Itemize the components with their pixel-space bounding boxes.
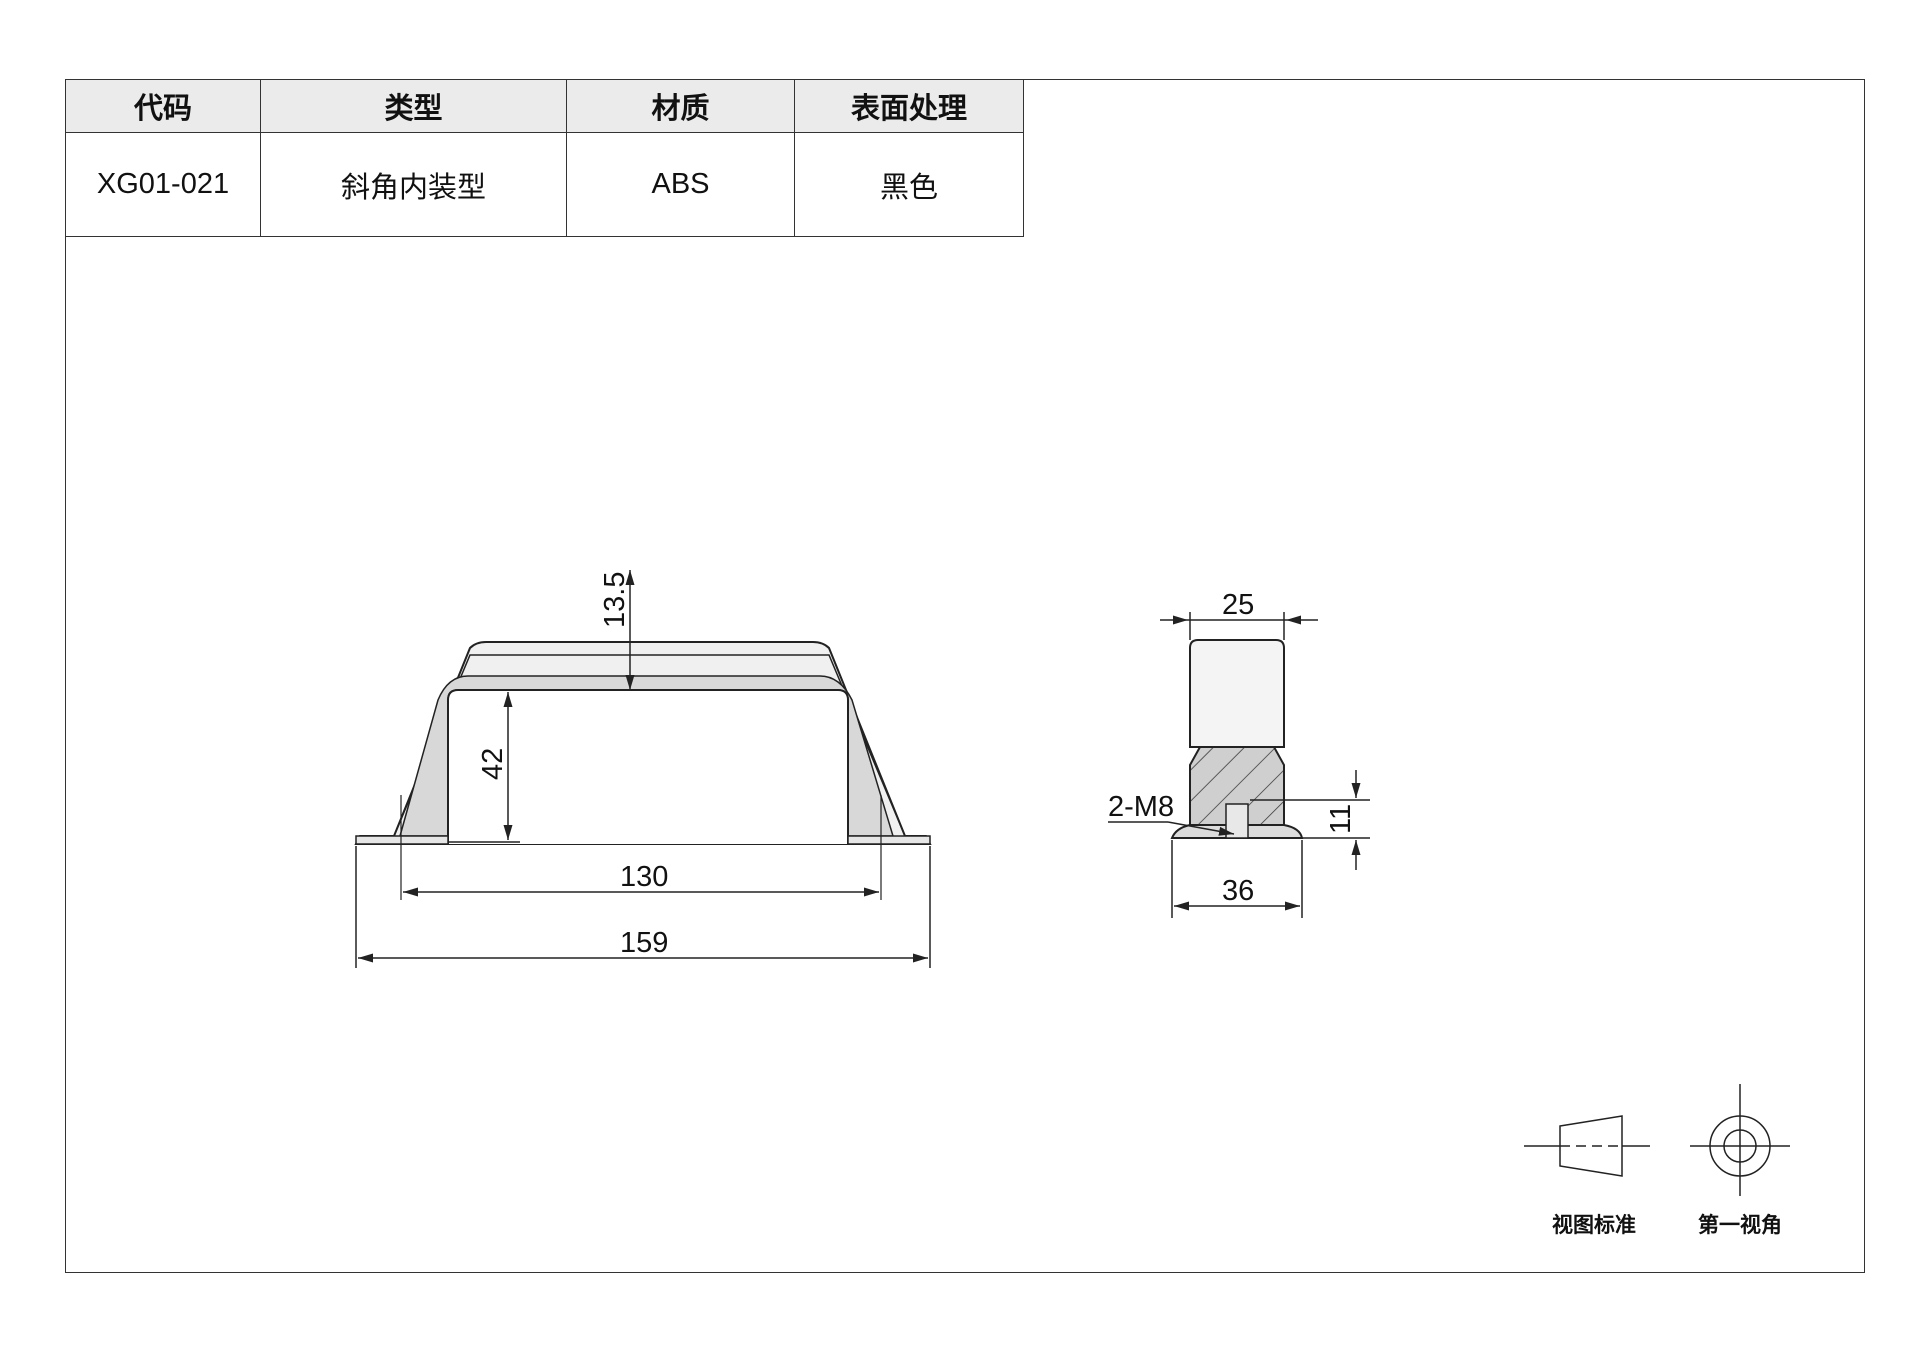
first-angle-label: 第一视角 [1698,1213,1782,1237]
right-foot [847,835,931,845]
header-surface: 表面处理 [794,79,1024,133]
cell-type: 斜角内装型 [260,132,567,237]
left-foot [355,835,449,845]
front-view [354,641,932,900]
view-standard-label: 视图标准 [1552,1213,1636,1237]
side-upper-body [1189,639,1285,748]
dim-hole-spacing: 130 [620,861,668,893]
dim-overall-length: 159 [620,927,668,959]
handle-inner-opening [447,689,849,844]
dim-inner-height: 42 [477,748,509,780]
spec-table: 代码 类型 材质 表面处理 XG01-021 斜角内装型 ABS 黑色 [65,79,1024,237]
projection-symbol-circles [1690,1084,1790,1196]
dim-base-width: 36 [1222,875,1254,907]
dim-top-width: 25 [1222,589,1254,621]
side-view-dimensions [1108,612,1370,918]
cell-surface: 黑色 [794,132,1024,237]
front-view-dimensions [355,570,931,968]
spec-data-row: XG01-021 斜角内装型 ABS 黑色 [65,132,1024,237]
dim-base-height: 11 [1325,804,1357,834]
spec-header-row: 代码 类型 材质 表面处理 [65,79,1024,133]
header-type: 类型 [260,79,567,133]
header-material: 材质 [566,79,795,133]
cell-code: XG01-021 [65,132,261,237]
projection-symbol-cone [1524,1115,1650,1177]
cell-material: ABS [566,132,795,237]
dim-thread: 2-M8 [1108,791,1174,823]
dim-thickness: 13.5 [599,572,631,628]
side-view [1170,639,1304,839]
